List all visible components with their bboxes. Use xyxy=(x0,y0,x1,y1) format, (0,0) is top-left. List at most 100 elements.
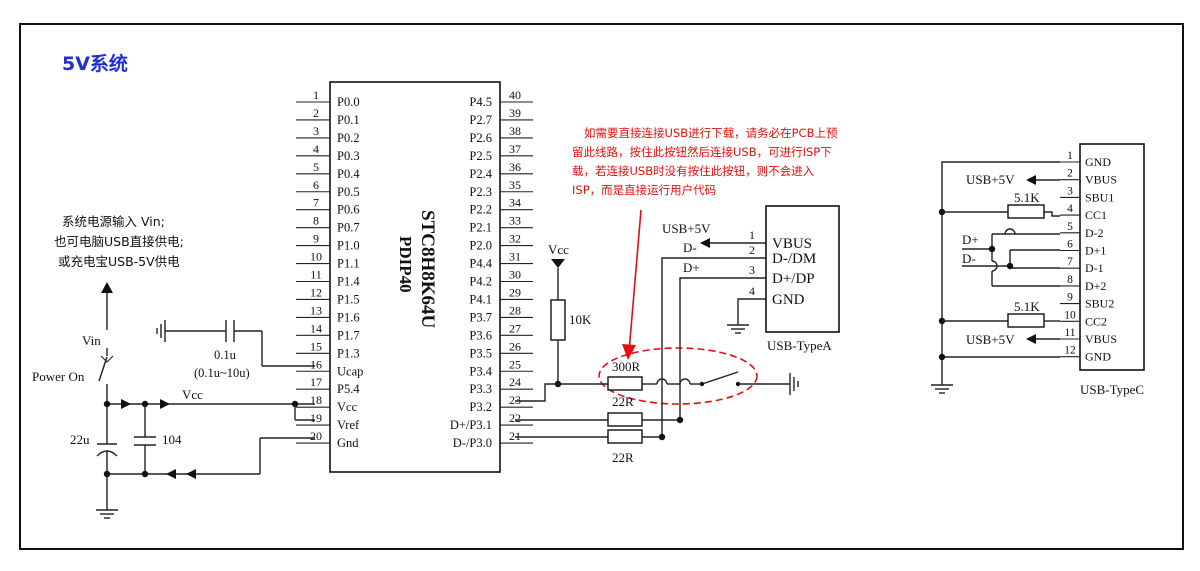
mcu-pin-number-right: 29 xyxy=(509,285,521,299)
mcu-pin-label-left: P0.1 xyxy=(337,113,360,127)
usb-c-pin-label: SBU1 xyxy=(1085,190,1114,204)
mcu-pin-label-left: P0.0 xyxy=(337,95,360,109)
mcu-pin-label-right: P2.2 xyxy=(469,203,492,217)
resistor-10k-label: 10K xyxy=(569,312,592,327)
vcc-pullup-label: Vcc xyxy=(548,242,569,257)
usb-c-pin-number: 3 xyxy=(1067,185,1073,197)
resistor-22r-dplus xyxy=(607,412,643,427)
mcu-pin-number-right: 21 xyxy=(509,429,521,443)
usb-c-5v-label-top: USB+5V xyxy=(966,172,1015,187)
vcc-rail-label: Vcc xyxy=(182,387,203,402)
note-line-3: 载，若连接USB时没有按住此按钮，则不会进入 xyxy=(572,164,815,178)
cap-104-label: 104 xyxy=(162,432,182,447)
mcu-pin-label-right: P4.2 xyxy=(469,275,492,289)
usb-c-5v-arrow-icon-top xyxy=(1026,175,1036,185)
usb-c-pin-number: 4 xyxy=(1067,203,1073,215)
mcu-pin-label-right: D-/P3.0 xyxy=(453,436,492,450)
power-on-label: Power On xyxy=(32,369,85,384)
mcu-pin-number-left: 15 xyxy=(310,339,322,353)
mcu-pin-label-left: Vcc xyxy=(337,400,358,414)
power-note-line-3: 或充电宝USB-5V供电 xyxy=(58,254,180,269)
mcu-pin-label-right: P3.3 xyxy=(469,382,492,396)
mcu-pin-label-left: P0.7 xyxy=(337,221,360,235)
mcu-pin-number-right: 37 xyxy=(509,142,521,156)
usb-a-pin-label: D+/DP xyxy=(772,271,815,287)
usb-a-pin-label: VBUS xyxy=(772,236,812,252)
mcu-pin-number-right: 22 xyxy=(509,411,521,425)
resistor-22r-dplus-label: 22R xyxy=(612,394,634,409)
mcu-pin-number-left: 17 xyxy=(310,375,322,389)
usb-c-pin-number: 12 xyxy=(1064,345,1076,357)
usb-c-name: USB-TypeC xyxy=(1080,382,1144,397)
mcu-pin-label-right: P2.1 xyxy=(469,221,492,235)
mcu-pin-label-left: P0.5 xyxy=(337,185,360,199)
mcu-pin-label-left: Vref xyxy=(337,418,360,432)
usb-c-pin-label: SBU2 xyxy=(1085,297,1114,311)
mcu-pin-label-left: P5.4 xyxy=(337,382,360,396)
mcu-pin-number-left: 14 xyxy=(310,321,322,335)
mcu-pin-label-left: P1.6 xyxy=(337,310,360,324)
note-line-1: 如需要直接连接USB进行下载，请务必在PCB上预 xyxy=(584,126,838,140)
resistor-300r-label: 300R xyxy=(612,359,641,374)
mcu-pin-label-right: P3.2 xyxy=(469,400,492,414)
mcu-pin-label-right: P3.7 xyxy=(469,310,492,324)
mcu-pin-number-left: 5 xyxy=(313,160,319,174)
mcu-pin-label-left: P0.6 xyxy=(337,203,360,217)
usb-a-pin-number: 4 xyxy=(749,284,755,298)
usb-c-pin-label: CC2 xyxy=(1085,314,1107,328)
power-note-line-2: 也可电脑USB直接供电; xyxy=(54,234,184,249)
mcu-pin-label-right: P3.6 xyxy=(469,328,492,342)
resistor-22r-dminus xyxy=(607,429,643,444)
resistor-22r-dminus-label: 22R xyxy=(612,450,634,465)
note-line-2: 留此线路，按住此按钮然后连接USB，可进行ISP下 xyxy=(572,145,832,159)
mcu-pin-label-right: P2.5 xyxy=(469,149,492,163)
mcu-pin-number-right: 38 xyxy=(509,124,521,138)
mcu-pin-label-left: P0.2 xyxy=(337,131,360,145)
mcu-pin-label-right: P3.4 xyxy=(469,364,492,378)
usb-a-5v-arrow-icon xyxy=(700,238,710,248)
usb-c-pin-label: D-2 xyxy=(1085,226,1104,240)
usb-a-dminus-label: D- xyxy=(683,240,697,255)
vcc-arrow-icon-1 xyxy=(121,399,131,409)
usb-c-pin-label: VBUS xyxy=(1085,332,1117,346)
mcu-pin-number-left: 4 xyxy=(313,142,319,156)
mcu-pin-label-right: P4.4 xyxy=(469,257,492,271)
mcu-pin-number-right: 32 xyxy=(509,232,521,246)
mcu-pin-label-left: P0.3 xyxy=(337,149,360,163)
mcu-pin-label-left: P1.4 xyxy=(337,275,360,289)
resistor-5k1-cc2 xyxy=(1007,313,1045,328)
mcu-pin-label-left: P1.3 xyxy=(337,346,360,360)
mcu-pin-label-right: P2.3 xyxy=(469,185,492,199)
usb-c-pin-label: GND xyxy=(1085,155,1111,169)
usb-c-pin-number: 2 xyxy=(1067,168,1073,180)
usb-c-pin-number: 11 xyxy=(1064,327,1075,339)
mcu-pin-number-left: 6 xyxy=(313,178,319,192)
gnd-arrow-icon-2 xyxy=(186,469,196,479)
mcu-pin-number-right: 39 xyxy=(509,106,521,120)
mcu-pin-number-left: 3 xyxy=(313,124,319,138)
usb-a-pin-number: 2 xyxy=(749,243,755,257)
mcu-pin-number-left: 9 xyxy=(313,232,319,246)
mcu-pin-label-right: P2.0 xyxy=(469,239,492,253)
usb-c-dminus-label: D- xyxy=(962,251,976,266)
power-input-section: Vin Power On Vcc 22u 104 xyxy=(32,282,315,519)
usb-c-pin-number: 5 xyxy=(1067,221,1073,233)
mcu-pin-number-left: 11 xyxy=(310,268,322,282)
mcu-pin-label-right: P2.4 xyxy=(469,167,492,181)
usb-a-body xyxy=(765,205,840,333)
mcu-pin-number-right: 34 xyxy=(509,196,521,210)
note-arrow-icon xyxy=(622,344,636,360)
isp-button-highlight xyxy=(598,347,758,405)
mcu-pin-number-left: 8 xyxy=(313,214,319,228)
usb-c-pin-number: 1 xyxy=(1067,150,1073,162)
resistor-5k1-cc1 xyxy=(1007,204,1045,219)
mcu-pin-number-left: 19 xyxy=(310,411,322,425)
mcu-pin-number-left: 20 xyxy=(310,429,322,443)
diagram-frame xyxy=(19,23,1184,550)
mcu-pin-label-left: P1.1 xyxy=(337,257,360,271)
cap-22u-label: 22u xyxy=(70,432,90,447)
mcu-pin-label-left: P1.7 xyxy=(337,328,360,342)
mcu-pin-label-right: P4.5 xyxy=(469,95,492,109)
usb-a-dplus-label: D+ xyxy=(683,260,700,275)
